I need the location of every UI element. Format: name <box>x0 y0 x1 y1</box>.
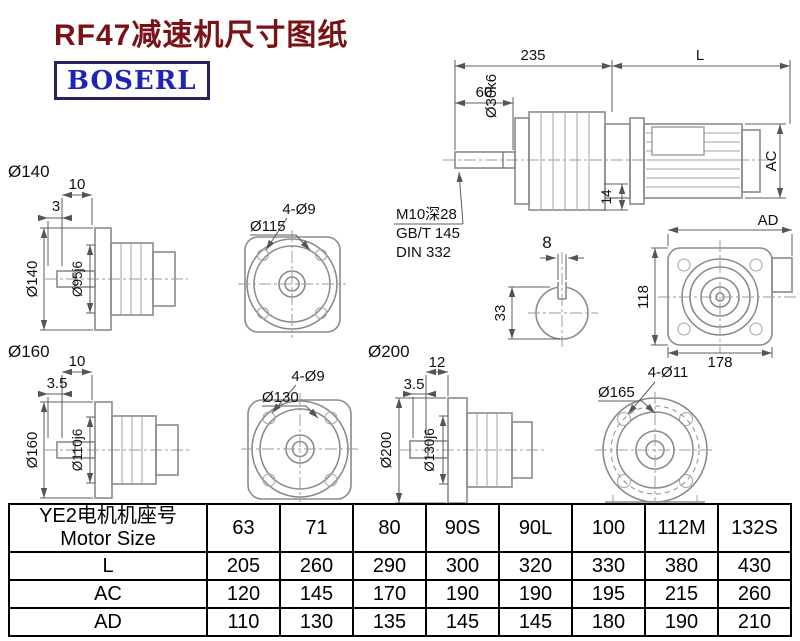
value-cell: 300 <box>425 551 500 581</box>
dim-d110j6: Ø110j6 <box>70 429 85 472</box>
motor-size-63: 63 <box>206 503 281 553</box>
value-cell: 430 <box>717 551 792 581</box>
value-cell: 290 <box>352 551 427 581</box>
flange140-label: Ø140 <box>8 162 50 181</box>
motor-size-90l: 90L <box>498 503 573 553</box>
value-cell: 330 <box>571 551 646 581</box>
rear-view-drawing: AD 118 178 <box>635 212 798 371</box>
motor-size-80: 80 <box>352 503 427 553</box>
dim-235: 235 <box>520 47 545 64</box>
table-header-row: YE2电机机座号 Motor Size 63 71 80 90S 90L 100… <box>8 503 792 553</box>
dim-d115: Ø115 <box>250 218 286 235</box>
flange200-side-view: Ø200 12 3.5 Ø200 Ø130j6 <box>368 342 545 503</box>
dim-60: 60 <box>476 84 493 101</box>
dim-4xd11: 4-Ø11 <box>648 364 689 381</box>
flange-face-130: 4-Ø9 Ø130 <box>241 368 358 502</box>
motor-size-112m: 112M <box>644 503 719 553</box>
dim-d160: Ø160 <box>24 432 41 469</box>
flange140-side-view: Ø140 10 3 Ø140 Ø95j6 <box>8 162 188 331</box>
dim-key-height: 33 <box>492 305 509 322</box>
dim-10: 10 <box>69 176 86 193</box>
note-din: DIN 332 <box>396 244 451 261</box>
row-label-AC: AC <box>8 579 208 609</box>
flange-face-165: 4-Ø11 Ø165 <box>595 364 715 503</box>
boserl-logo: BOSERL <box>54 61 210 100</box>
flange-face-115: 4-Ø9 Ø115 <box>238 201 346 338</box>
value-cell: 180 <box>571 607 646 637</box>
note-m10: M10深28 <box>396 206 457 223</box>
value-cell: 380 <box>644 551 719 581</box>
table-row-AD: AD 110 130 135 145 145 180 190 210 <box>8 607 792 637</box>
page-title: RF47减速机尺寸图纸 <box>54 19 349 52</box>
dim-118: 118 <box>635 285 652 309</box>
dim-10: 10 <box>69 353 86 370</box>
dimension-drawing: 235 L 60 Ø30k6 AC 14 M10深28 GB/T 145 DIN… <box>8 47 798 503</box>
dim-4xd9: 4-Ø9 <box>291 368 324 385</box>
value-cell: 195 <box>571 579 646 609</box>
value-cell: 260 <box>279 551 354 581</box>
value-cell: 145 <box>279 579 354 609</box>
dim-178: 178 <box>707 354 732 371</box>
value-cell: 210 <box>717 607 792 637</box>
shaft-section-drawing: 8 33 <box>492 233 598 347</box>
dim-d165: Ø165 <box>598 384 635 401</box>
value-cell: 190 <box>498 579 573 609</box>
flange160-side-view: Ø160 10 3.5 Ø160 Ø110j6 <box>8 342 190 499</box>
motor-size-71: 71 <box>279 503 354 553</box>
dim-d140: Ø140 <box>24 261 41 298</box>
value-cell: 120 <box>206 579 281 609</box>
dim-AC: AC <box>763 150 780 171</box>
dim-AD: AD <box>758 212 779 229</box>
side-view-drawing: 235 L 60 Ø30k6 AC 14 M10深28 GB/T 145 DIN… <box>394 47 791 261</box>
value-cell: 190 <box>644 607 719 637</box>
value-cell: 320 <box>498 551 573 581</box>
dim-d130j6: Ø130j6 <box>422 428 437 472</box>
dim-14: 14 <box>599 189 614 205</box>
dim-L: L <box>696 47 704 64</box>
dim-12: 12 <box>429 354 446 371</box>
dim-shaft-dia: Ø30k6 <box>483 74 500 118</box>
value-cell: 215 <box>644 579 719 609</box>
motor-size-132s: 132S <box>717 503 792 553</box>
dim-3-5: 3.5 <box>47 375 68 392</box>
motor-size-header-cn: YE2电机机座号 <box>39 505 177 527</box>
value-cell: 190 <box>425 579 500 609</box>
dim-d200: Ø200 <box>378 432 395 469</box>
dim-key-width: 8 <box>542 233 551 252</box>
dim-3: 3 <box>52 198 60 215</box>
value-cell: 145 <box>498 607 573 637</box>
value-cell: 110 <box>206 607 281 637</box>
dim-d95j6: Ø95j6 <box>70 261 85 297</box>
row-label-AD: AD <box>8 607 208 637</box>
motor-size-90s: 90S <box>425 503 500 553</box>
table-row-AC: AC 120 145 170 190 190 195 215 260 <box>8 579 792 609</box>
motor-size-header: YE2电机机座号 Motor Size <box>8 503 208 553</box>
value-cell: 170 <box>352 579 427 609</box>
value-cell: 260 <box>717 579 792 609</box>
dim-d130: Ø130 <box>262 389 299 406</box>
motor-size-header-en: Motor Size <box>60 528 156 550</box>
flange200-label: Ø200 <box>368 342 410 361</box>
motor-size-table: YE2电机机座号 Motor Size 63 71 80 90S 90L 100… <box>8 503 792 637</box>
note-gbt: GB/T 145 <box>396 225 460 242</box>
table-row-L: L 205 260 290 300 320 330 380 430 <box>8 551 792 581</box>
boserl-logo-text: BOSERL <box>67 65 197 96</box>
dim-4xd9: 4-Ø9 <box>282 201 315 218</box>
flange160-label: Ø160 <box>8 342 50 361</box>
motor-size-100: 100 <box>571 503 646 553</box>
value-cell: 130 <box>279 607 354 637</box>
value-cell: 205 <box>206 551 281 581</box>
dim-3-5: 3.5 <box>404 376 425 393</box>
value-cell: 145 <box>425 607 500 637</box>
row-label-L: L <box>8 551 208 581</box>
value-cell: 135 <box>352 607 427 637</box>
